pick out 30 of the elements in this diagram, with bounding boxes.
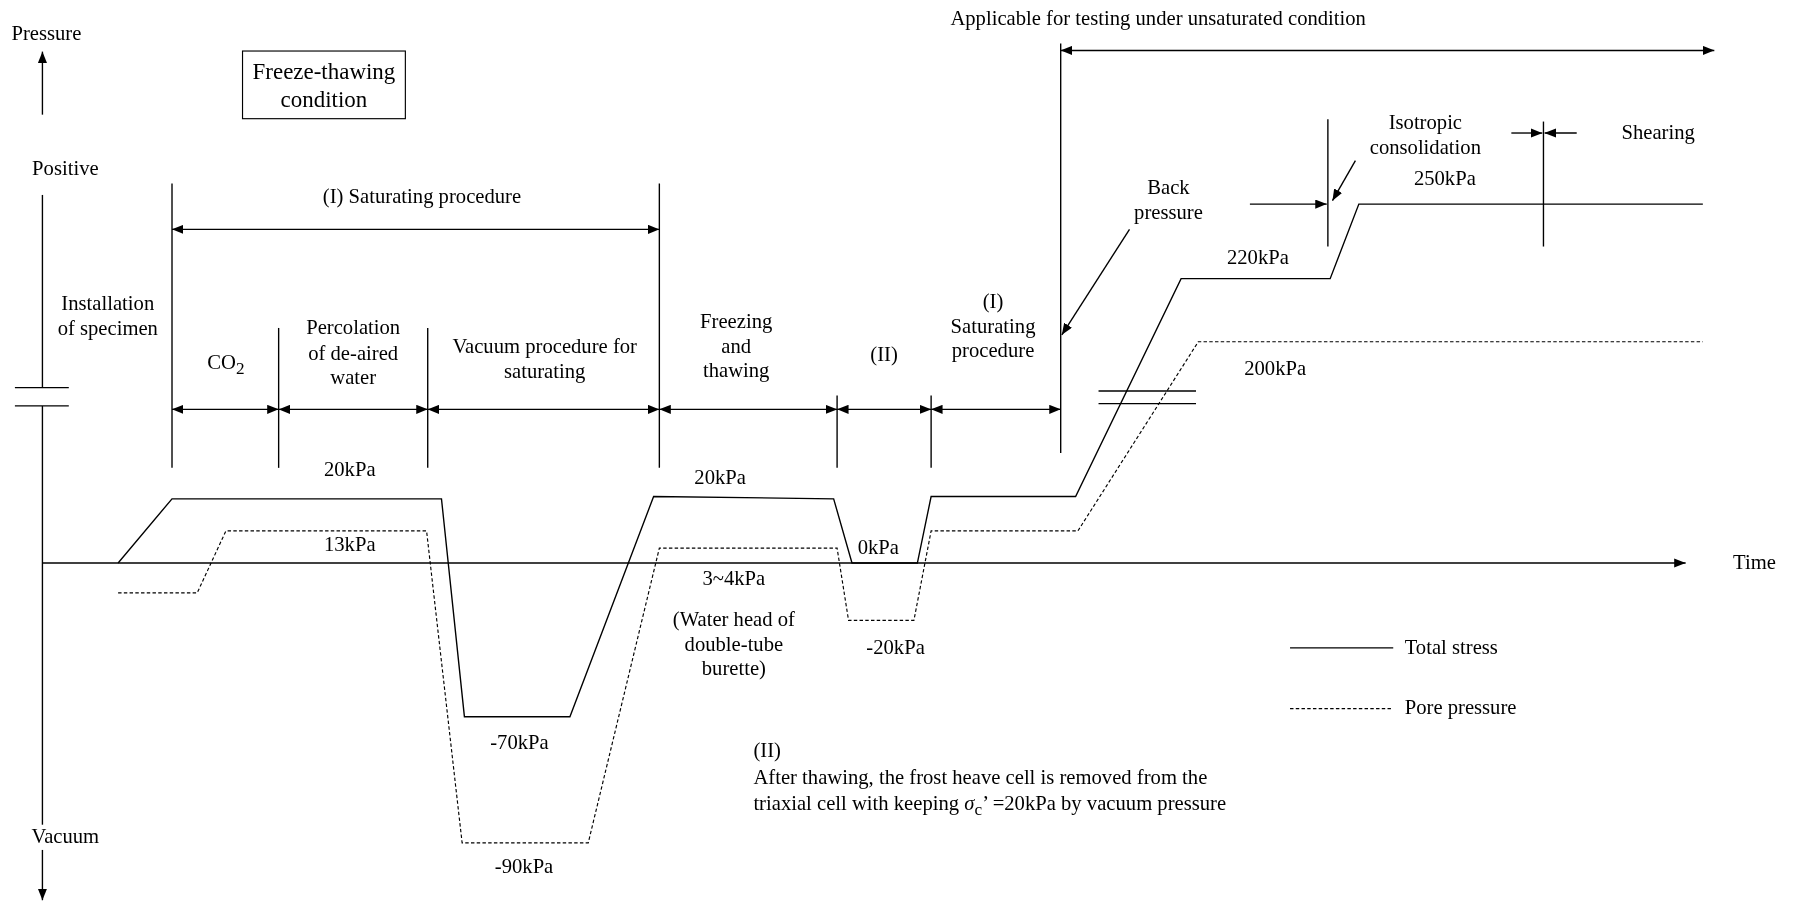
legend-label: Total stress <box>1404 635 1498 661</box>
note-text: (Water head of double-tube burette) <box>671 607 796 682</box>
annotation-text: Applicable for testing under unsaturated condition <box>950 7 1366 32</box>
value-label: 200kPa <box>1244 356 1307 382</box>
boundary-line <box>1060 42 1062 454</box>
phase-label: Vacuum procedure for saturating <box>451 334 638 384</box>
phase-label: Shearing <box>1621 120 1695 146</box>
legend-label: Pore pressure <box>1404 696 1517 721</box>
value-label: 220kPa <box>1226 245 1289 271</box>
value-label: 250kPa <box>1413 166 1476 192</box>
note-number: (II) <box>753 738 781 764</box>
value-label: -70kPa <box>490 730 549 756</box>
value-label: 20kPa <box>323 457 376 483</box>
axis-label: Vacuum <box>31 824 100 850</box>
phase-label: CO$_{2}$ <box>207 350 245 379</box>
value-label: 13kPa <box>323 532 376 558</box>
value-label: -20kPa <box>866 635 925 661</box>
value-label: 0kPa <box>857 535 899 561</box>
phase-label: Freezing and thawing <box>699 309 774 384</box>
phase-label: Percolation of de-aired water <box>305 316 402 391</box>
callout-text: Back pressure <box>1118 172 1219 230</box>
value-label: 20kPa <box>694 465 746 491</box>
phase-label: Isotropic consolidation <box>1368 110 1482 161</box>
value-label: -90kPa <box>494 854 554 880</box>
phase-label: Installation of specimen <box>57 291 159 342</box>
phase-label: (I) Saturating procedure <box>949 289 1037 364</box>
note-text: After thawing, the frost heave cell is removed from the triaxial cell with keeping σ$_{c}$’ =20kPa by vacuum pressure <box>753 766 1228 819</box>
phase-label: (II) <box>870 343 898 368</box>
phase-label: (I) Saturating procedure <box>322 184 522 210</box>
leader-arrow <box>1061 228 1131 336</box>
